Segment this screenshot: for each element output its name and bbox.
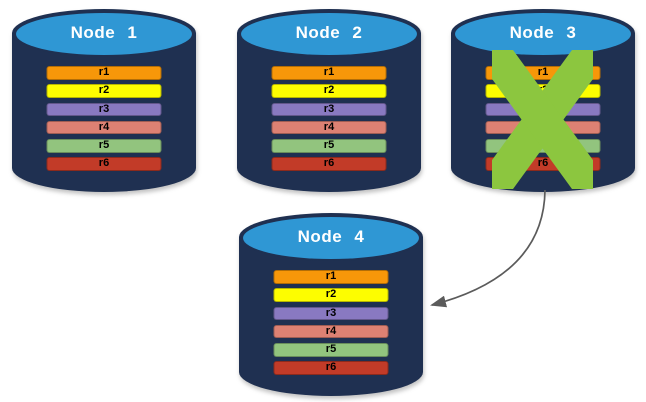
db-node-4: Node 4 r1 r2 r3 r4 r5 r6	[239, 211, 423, 397]
replica-bar-r1: r1	[273, 270, 389, 284]
node-title: Node 1	[70, 23, 138, 42]
replica-bar-r1: r1	[46, 66, 162, 80]
replica-bar-r4: r4	[46, 120, 162, 135]
cylinder-top	[243, 217, 419, 259]
replica-list: r1 r2 r3 r4 r5 r6	[271, 66, 387, 171]
cylinder-top	[16, 13, 192, 55]
replica-bar-r5: r5	[271, 139, 387, 153]
replica-bar-r5: r5	[273, 343, 389, 357]
replica-list: r1 r2 r3 r4 r5 r6	[273, 270, 389, 375]
failover-arrow	[430, 189, 546, 308]
replica-bar-r2: r2	[46, 84, 162, 98]
replica-bar-r2: r2	[271, 84, 387, 98]
node-title: Node 4	[297, 227, 365, 246]
replica-bar-r2: r2	[273, 288, 389, 302]
replica-bar-r6: r6	[46, 157, 162, 171]
replica-bar-r1: r1	[271, 66, 387, 80]
cylinder-top	[241, 13, 417, 55]
replica-bar-r5: r5	[46, 139, 162, 153]
node-title: Node 2	[295, 23, 363, 42]
x-stroke	[492, 50, 593, 189]
replica-list: r1 r2 r3 r4 r5 r6	[46, 66, 162, 171]
replica-bar-r3: r3	[273, 306, 389, 321]
cylinder-top	[455, 13, 631, 55]
replica-bar-r3: r3	[271, 102, 387, 117]
replica-bar-r6: r6	[271, 157, 387, 171]
replica-bar-r4: r4	[271, 120, 387, 135]
replica-bar-r4: r4	[273, 324, 389, 339]
replica-bar-r6: r6	[273, 361, 389, 375]
arrow-path	[430, 189, 546, 308]
replica-bar-r3: r3	[46, 102, 162, 117]
db-node-1: Node 1 r1 r2 r3 r4 r5 r6	[12, 7, 196, 193]
node-title: Node 3	[509, 23, 577, 42]
db-node-2: Node 2 r1 r2 r3 r4 r5 r6	[237, 7, 421, 193]
failure-x-icon	[492, 50, 593, 189]
